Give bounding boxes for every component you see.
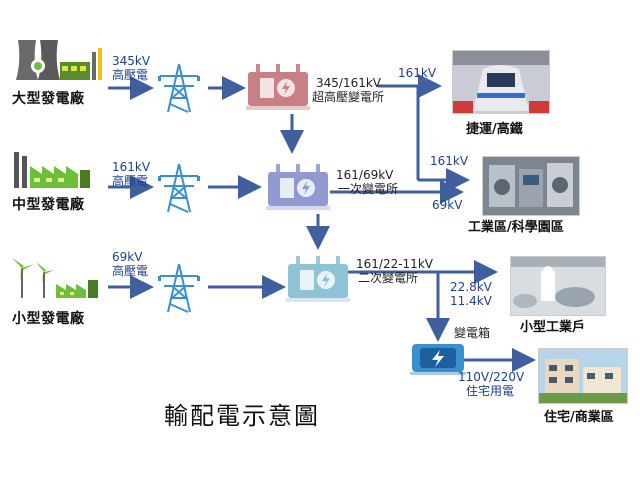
transformer-box-icon [410,344,466,375]
primary-substation-icon [266,164,330,210]
residential-label: 住宅/商業區 [544,410,614,425]
industrial-feed-voltage-a: 161kV [430,154,469,168]
diagram-title: 輸配電示意圖 [164,402,320,430]
industrial-park-photo [482,156,580,216]
primary-substation-ratio: 161/69kV [336,168,394,182]
medium-plant-voltage-label: 高壓電 [112,174,149,188]
ultra-substation-name: 超高壓變電所 [312,90,385,104]
industrial-feed-voltage-b: 69kV [432,198,463,212]
secondary-substation-name: 二次變電所 [358,271,419,285]
nuclear-plant-icon [16,40,102,80]
factory-plant-icon [14,152,90,188]
small-plant-voltage: 69kV [112,250,143,264]
medium-plant-label: 中型發電廠 [12,197,85,213]
transmission-tower-icon [158,263,200,313]
ultra-substation-icon [246,64,310,110]
small-plant-label: 小型發電廠 [12,311,85,327]
ultra-substation-ratio: 345/161kV [316,76,382,90]
secondary-substation-ratio: 161/22-11kV [356,257,433,271]
primary-substation-name: 一次變電所 [338,182,399,196]
metro-feed-voltage: 161kV [398,66,437,80]
medium-plant-voltage: 161kV [112,160,151,174]
large-plant-label: 大型發電廠 [12,91,85,107]
metro-photo [452,50,550,114]
small-factory-voltage-a: 22.8kV [450,280,492,294]
residential-photo [538,348,628,404]
transmission-tower-icon [158,63,200,113]
transformer-box-label: 變電箱 [454,326,491,340]
residential-voltage: 110V/220V [458,370,525,384]
large-plant-voltage-label: 高壓電 [112,68,149,82]
industrial-park-label: 工業區/科學園區 [468,220,564,235]
transmission-tower-icon [158,163,200,213]
metro-label: 捷運/高鐵 [466,122,523,137]
small-factory-photo [510,256,606,316]
small-plant-voltage-label: 高壓電 [112,264,149,278]
residential-usage-label: 住宅用電 [466,384,515,398]
small-factory-label: 小型工業戶 [520,320,586,335]
secondary-substation-icon [286,256,350,302]
small-factory-voltage-b: 11.4kV [450,294,492,308]
wind-plant-icon [12,258,98,298]
large-plant-voltage: 345kV [112,54,151,68]
